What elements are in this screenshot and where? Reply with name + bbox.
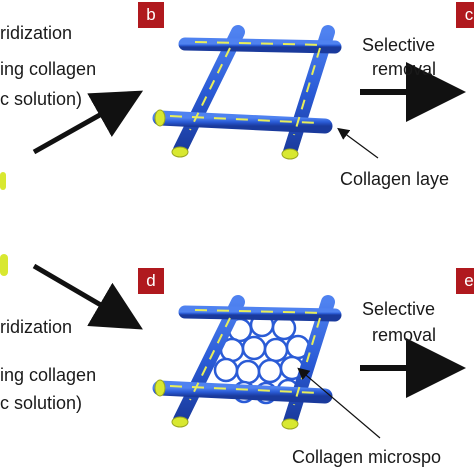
top-left-text-3: c solution) [0,89,83,109]
arrow-to-b [32,90,144,155]
bottom-left-text-3: c solution) [0,393,83,413]
top-left-text-1: ridization [0,23,73,43]
left-edge-rods [0,172,8,276]
arrow-to-d [32,263,143,330]
callout-line-top [337,127,379,159]
collagen-microspheres [213,312,311,405]
bottom-step-label-1: Selective [362,299,436,319]
bottom-left-text-2: ing collagen [0,365,97,385]
callout-line-bottom [297,367,381,439]
bottom-step-label-2: removal [372,325,437,345]
badge-b: b [138,2,164,28]
bottom-left-text-1: ridization [0,317,73,337]
bottom-callout-label: Collagen microspo [292,447,442,467]
top-step-label-1: Selective [362,35,436,55]
process-arrows [32,62,466,439]
top-step-label-2: removal [372,59,437,79]
scaffold-bottom [152,295,342,430]
scaffold-top [152,25,342,160]
badge-d: d [138,268,164,294]
top-callout-label: Collagen laye [340,169,450,189]
top-left-text-2: ing collagen [0,59,97,79]
badge-e: e [456,268,474,294]
badge-c: c [456,2,474,28]
